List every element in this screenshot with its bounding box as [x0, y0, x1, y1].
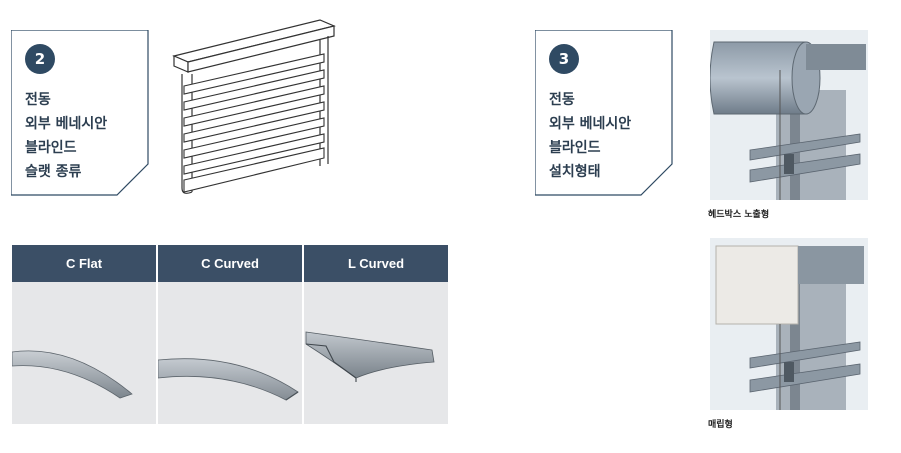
section-title-line: 외부 베네시안 [549, 116, 632, 132]
section-title: 전동 외부 베네시안 블라인드 설치형태 [549, 88, 631, 184]
section-title-line: 블라인드 [549, 140, 601, 156]
slat-types-label-box: 2 전동 외부 베네시안 블라인드 슬랫 종류 [11, 30, 149, 196]
venetian-blind-illustration [172, 19, 336, 194]
section-title-line: 설치형태 [549, 164, 601, 180]
install-exposed-headbox-image [710, 30, 868, 200]
section-title-line: 블라인드 [25, 140, 77, 156]
section-title-line: 외부 베네시안 [25, 116, 108, 132]
install-recessed-image [710, 238, 868, 410]
slat-type-l-curved: L Curved [304, 245, 448, 424]
slat-profile-image [158, 282, 302, 424]
slat-profile-image [304, 282, 448, 424]
label-frame [11, 30, 149, 196]
slat-type-header: L Curved [304, 245, 448, 282]
section-title-line: 전동 [25, 92, 51, 108]
slat-type-header: C Flat [12, 245, 156, 282]
install-type-caption: 매립형 [708, 420, 733, 430]
section-number-badge: 2 [25, 44, 55, 74]
section-title: 전동 외부 베네시안 블라인드 슬랫 종류 [25, 88, 107, 184]
section-number-badge: 3 [549, 44, 579, 74]
install-types-label-box: 3 전동 외부 베네시안 블라인드 설치형태 [535, 30, 673, 196]
slat-type-header: C Curved [158, 245, 302, 282]
section-title-line: 전동 [549, 92, 575, 108]
section-title-line: 슬랫 종류 [25, 164, 82, 180]
slat-type-c-flat: C Flat [12, 245, 156, 424]
label-frame [535, 30, 673, 196]
slat-profile-image [12, 282, 156, 424]
slat-type-c-curved: C Curved [158, 245, 302, 424]
install-type-caption: 헤드박스 노출형 [708, 210, 770, 220]
